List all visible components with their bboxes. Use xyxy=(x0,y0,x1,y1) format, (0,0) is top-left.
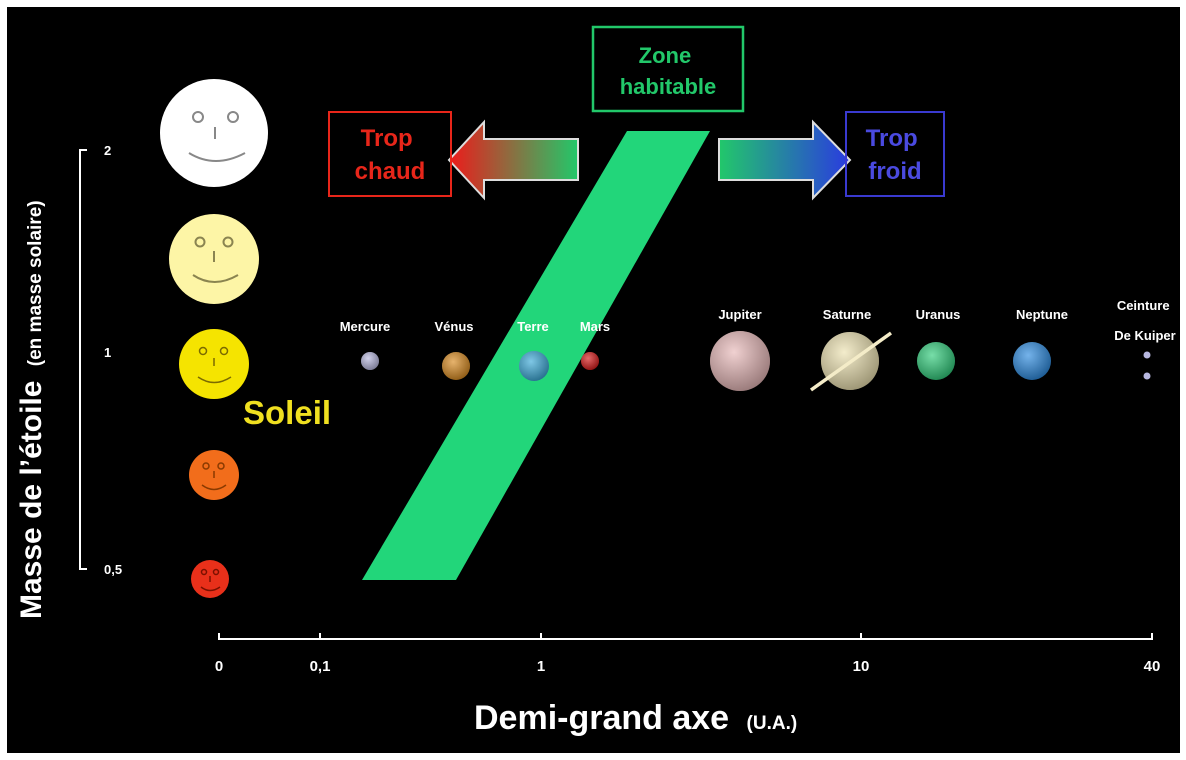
x-axis-title: Demi-grand axe (U.A.) xyxy=(474,699,797,737)
x-tick-label-0: 0 xyxy=(215,658,223,675)
hot-label: Trop chaud xyxy=(355,125,426,185)
saturn-ring xyxy=(809,331,893,392)
planet-terre: Terre xyxy=(517,319,549,381)
hot-arrow xyxy=(447,119,579,201)
planet-venus: Vénus xyxy=(434,319,474,380)
star-mass-1-sun xyxy=(179,329,249,399)
y-tick-label-1: 1 xyxy=(104,345,111,360)
kuiper-object-1 xyxy=(1143,351,1151,359)
planet-label-jupiter: Jupiter xyxy=(718,307,761,322)
x-tick-label-0-1: 0,1 xyxy=(310,658,331,675)
y-axis-title-unit: (en masse solaire) xyxy=(25,200,46,366)
y-axis-title: Masse de l’étoile (en masse solaire) xyxy=(15,200,48,619)
kuiper-belt: Ceinture De Kuiper xyxy=(1114,298,1176,380)
planet-label-saturne: Saturne xyxy=(823,307,871,322)
y-tick-label-0-5: 0,5 xyxy=(104,562,122,577)
hot-label-box xyxy=(328,111,452,197)
x-tick-label-1: 1 xyxy=(537,658,545,675)
x-axis-title-unit: (U.A.) xyxy=(747,713,798,734)
x-axis-title-main: Demi-grand axe xyxy=(474,699,729,737)
planet-label-mars: Mars xyxy=(580,319,610,334)
x-tick-label-40: 40 xyxy=(1144,658,1161,675)
x-tick-label-10: 10 xyxy=(853,658,870,675)
cold-label: Trop froid xyxy=(866,125,925,185)
y-axis-line xyxy=(79,149,87,570)
x-axis-line xyxy=(218,633,1153,640)
star-mass-1-5 xyxy=(169,214,259,304)
star-mass-0-5 xyxy=(191,560,229,598)
planet-saturne: Saturne xyxy=(809,307,893,392)
cold-label-box xyxy=(845,111,945,197)
cold-arrow xyxy=(718,119,852,201)
planet-label-mercure: Mercure xyxy=(340,319,391,334)
habitable-zone-label: Zone habitable xyxy=(620,43,717,99)
planet-label-uranus: Uranus xyxy=(916,307,961,322)
planet-label-neptune: Neptune xyxy=(1016,307,1068,322)
planet-label-venus: Vénus xyxy=(434,319,473,334)
star-mass-2 xyxy=(160,79,268,187)
planet-label-terre: Terre xyxy=(517,319,549,334)
y-axis-title-main: Masse de l’étoile xyxy=(15,381,48,619)
planet-neptune: Neptune xyxy=(1013,307,1068,380)
planet-mercure: Mercure xyxy=(340,319,391,370)
planet-mars: Mars xyxy=(580,319,610,370)
star-mass-0-7 xyxy=(189,450,239,500)
y-tick-label-2: 2 xyxy=(104,143,111,158)
kuiper-label: Ceinture De Kuiper xyxy=(1114,298,1175,343)
sun-label: Soleil xyxy=(243,394,331,431)
kuiper-object-2 xyxy=(1143,372,1151,380)
diagram-frame: Masse de l’étoile (en masse solaire) 2 1… xyxy=(7,7,1180,753)
planet-jupiter: Jupiter xyxy=(710,307,770,391)
planet-uranus: Uranus xyxy=(916,307,961,380)
habitable-zone-label-box xyxy=(591,25,745,113)
habitable-zone-diagram: Masse de l’étoile (en masse solaire) 2 1… xyxy=(15,25,1176,737)
